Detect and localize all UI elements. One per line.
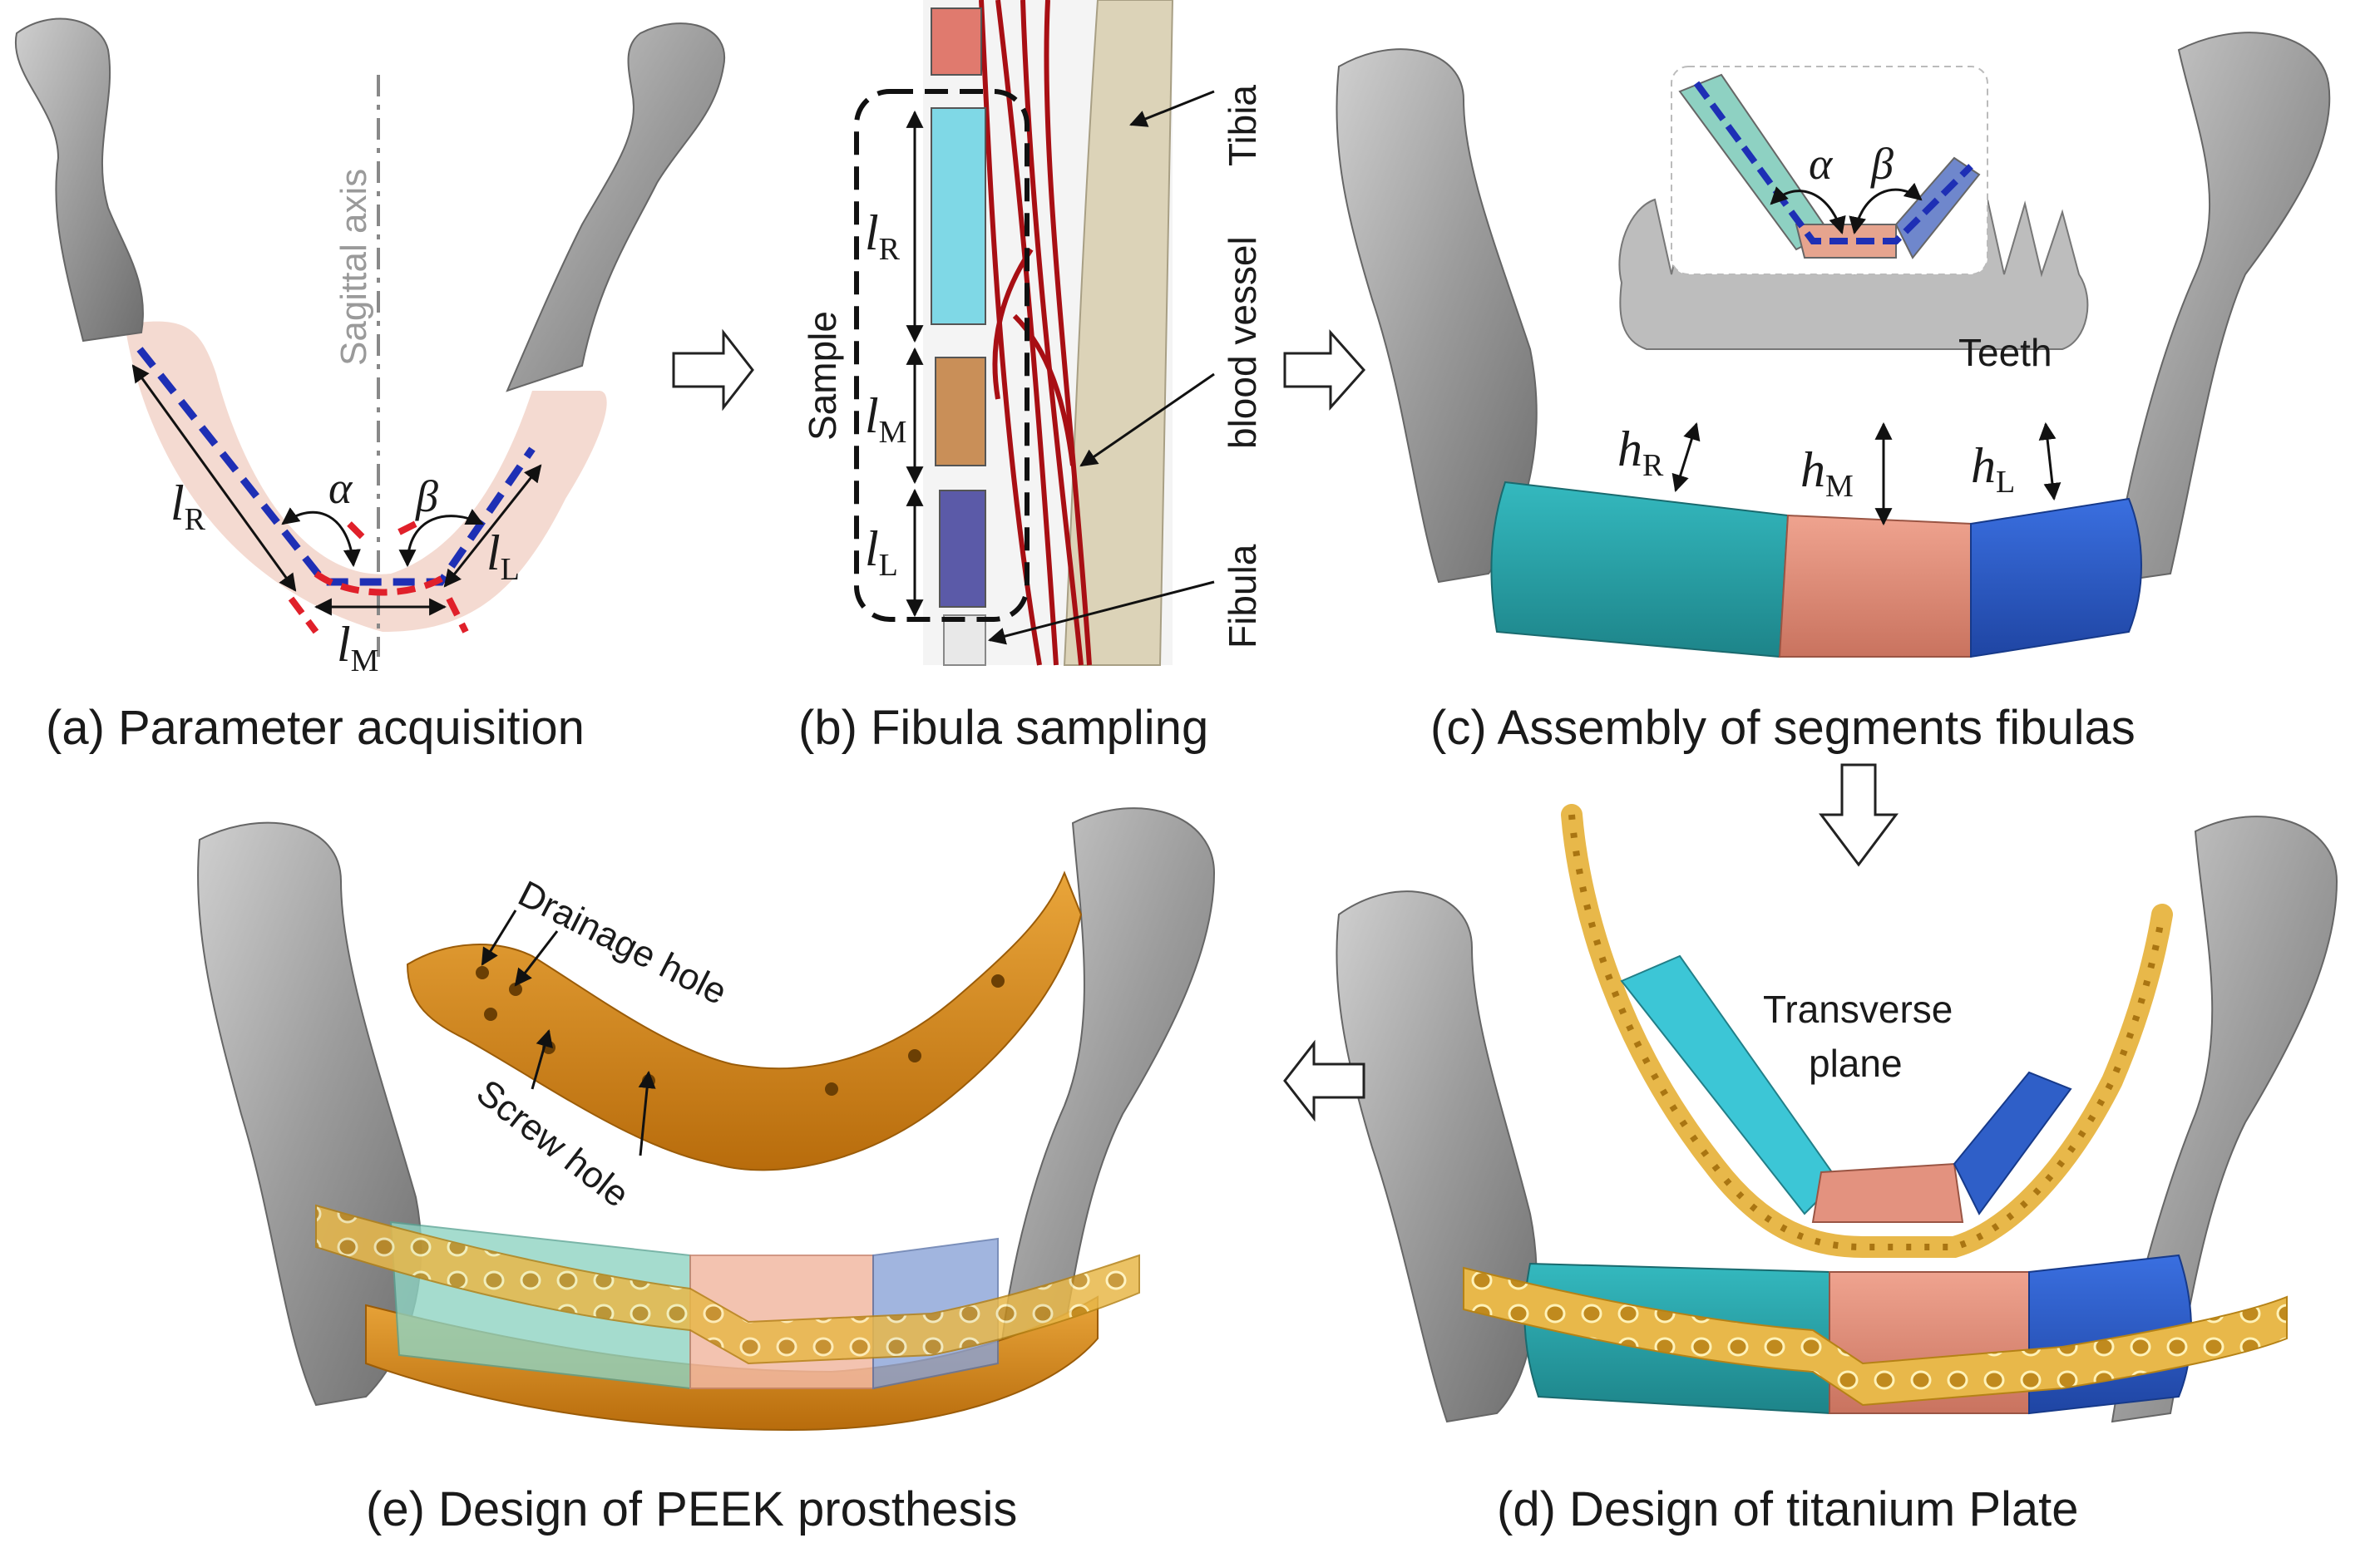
screw-pointer-1 — [531, 1028, 553, 1090]
lR-label: lR — [170, 476, 206, 537]
sample-label: Sample — [801, 311, 844, 441]
arrow-c-to-d — [1819, 763, 1899, 867]
inset-beta-arc — [1849, 182, 1923, 235]
blood-vessel-label: blood vessel — [1221, 236, 1264, 449]
b-lM-label: lM — [865, 388, 906, 450]
arrow-d-to-e — [1283, 1039, 1365, 1122]
panel-d: Transverse plane (d) Design of titanium … — [1336, 804, 2338, 1536]
peek-prosthesis-floating — [406, 870, 1083, 1171]
fibula-lR-segment — [931, 107, 986, 325]
lL-label: lL — [486, 525, 520, 587]
hR-label: hR — [1617, 421, 1664, 483]
c-segment-left — [1970, 497, 2142, 658]
arrow-a-to-b — [672, 328, 754, 412]
panel-a: Sagittal axis lR lL lM α β (a) Parameter… — [14, 17, 726, 755]
inset-beta: β — [1870, 139, 1894, 189]
fibula-top-segment — [931, 7, 982, 76]
sample-box — [854, 89, 1030, 622]
hL-arrow — [2038, 421, 2062, 501]
lR-arrow — [131, 364, 297, 592]
vessel-pointer — [1079, 372, 1215, 467]
fibula-label: Fibula — [1221, 544, 1264, 648]
beta-label: β — [415, 471, 438, 521]
panel-c: Teeth α β hR hM hL (c) Assembly of segme… — [1336, 32, 2331, 755]
drainage-pointer-1 — [481, 910, 517, 966]
caption-e: (e) Design of PEEK prosthesis — [366, 1482, 1017, 1536]
d-left-ramus — [1336, 890, 1538, 1423]
fibula-lL-segment — [939, 490, 986, 608]
c-segment-middle — [1778, 514, 1972, 658]
inset-dash — [1693, 81, 1973, 244]
drainage-pointer-2 — [514, 930, 559, 987]
mandible-left-ramus — [506, 22, 726, 392]
transverse-salmon-segment — [1811, 1162, 1964, 1223]
b-lL-label: lL — [865, 521, 898, 583]
panel-e: Drainage hole Screw hole (e) Design of P… — [197, 807, 1216, 1536]
fibula-pointer — [987, 580, 1215, 645]
c-right-ramus — [2111, 32, 2331, 584]
hR-arrow — [1671, 421, 1701, 493]
caption-c: (c) Assembly of segments fibulas — [1430, 701, 2136, 755]
lM-label: lM — [337, 617, 378, 678]
e-titanium-plate — [315, 1204, 1140, 1365]
panel-b: Sample lR lM lL Tibia blood vessel Fibul… — [798, 0, 1264, 755]
teeth-label: Teeth — [1958, 331, 2052, 374]
c-segment-right — [1490, 481, 1790, 658]
fibula-bottom — [943, 614, 986, 666]
fibula-lM-segment — [935, 357, 986, 466]
tibia-bone — [1063, 0, 1174, 666]
alpha-label: α — [328, 463, 353, 513]
transverse-plane-line2: plane — [1809, 1042, 1903, 1085]
arrow-b-to-c — [1283, 329, 1366, 411]
transverse-plane-line1: Transverse — [1763, 988, 1953, 1031]
transverse-blue-segment — [1953, 1071, 2072, 1215]
caption-d: (d) Design of titanium Plate — [1497, 1482, 2079, 1536]
d-titanium-plate — [1463, 1266, 2288, 1407]
inset-alpha-arc — [1770, 186, 1846, 235]
caption-a: (a) Parameter acquisition — [46, 701, 585, 755]
hM-label: hM — [1800, 442, 1854, 504]
transverse-plate — [1561, 804, 2173, 1258]
tibia-pointer — [1129, 90, 1215, 127]
sagittal-axis-label: Sagittal axis — [333, 169, 374, 366]
caption-b: (b) Fibula sampling — [798, 701, 1208, 755]
hL-label: hL — [1971, 438, 2015, 500]
tibia-label: Tibia — [1221, 85, 1264, 166]
beta-arc — [398, 509, 484, 568]
inset-alpha: α — [1809, 139, 1834, 189]
screw-pointer-2 — [638, 1070, 656, 1156]
b-lR-label: lR — [865, 205, 901, 267]
alpha-arc — [281, 507, 361, 568]
mandible-right-ramus — [14, 17, 144, 343]
